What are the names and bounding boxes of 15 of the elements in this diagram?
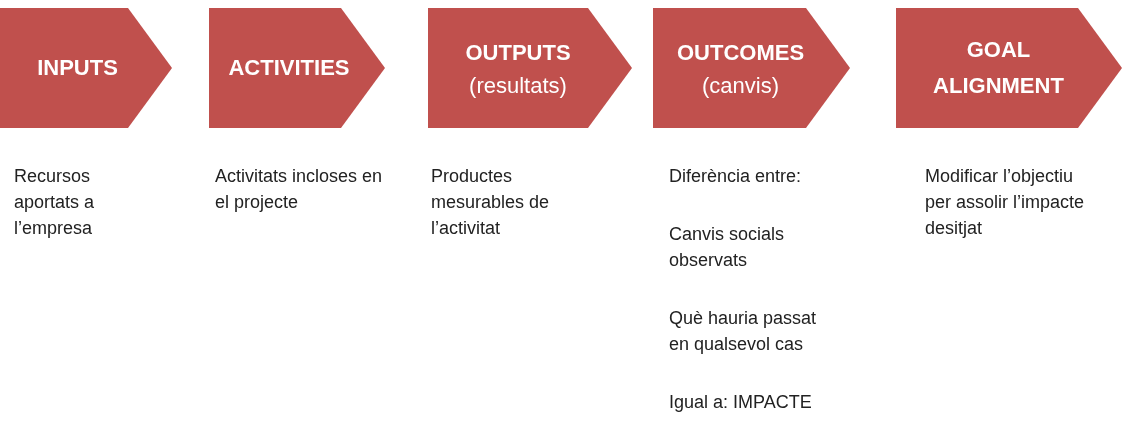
stage-description: Recursos aportats a l’empresa <box>14 165 96 240</box>
stage-description: Modificar l’objectiu per assolir l’impacte desitjat <box>925 165 1085 240</box>
stage-subtitle: (canvis) <box>702 72 779 100</box>
stage-title: OUTPUTS <box>465 39 571 67</box>
stage-subtitle: (resultats) <box>469 72 567 100</box>
stage-description: Què hauria passat en qualsevol cas <box>669 307 818 356</box>
stage-description: Canvis socials observats <box>669 223 786 272</box>
stage-description: Productes mesurables de l’activitat <box>431 165 551 240</box>
stage-description: Activitats incloses en el projecte <box>215 165 384 214</box>
stage-description: Diferència entre: <box>669 165 803 188</box>
stage-title: ACTIVITIES <box>228 54 350 82</box>
stage-title: OUTCOMES <box>676 39 805 67</box>
stage-description: Igual a: IMPACTE <box>669 391 813 414</box>
stage-title: GOAL ALIGNMENT <box>932 36 1065 100</box>
stage-title: INPUTS <box>37 54 118 82</box>
